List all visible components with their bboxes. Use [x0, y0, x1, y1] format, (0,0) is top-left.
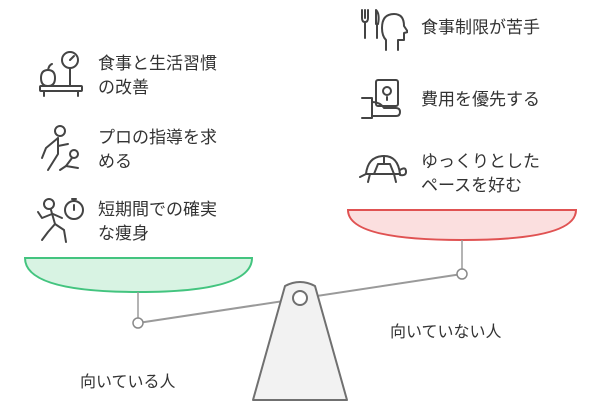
not-suited-caption: 向いていない人	[390, 322, 502, 341]
right-beam-end	[456, 268, 468, 280]
turtle-icon	[359, 155, 407, 183]
right-item-1-label: 食事制限が苦手	[421, 18, 540, 38]
left-item-3-label: 短期間での確実 な痩身	[98, 200, 217, 244]
right-item-2-label: 費用を優先する	[421, 90, 540, 110]
fulcrum-pivot	[292, 290, 308, 306]
head-fork-knife-icon	[361, 9, 408, 51]
apple-weighing-scale-icon	[39, 51, 83, 97]
left-item-2-label: プロの指導を求 める	[98, 128, 217, 172]
suited-caption: 向いている人	[80, 372, 176, 391]
right-item-3-label: ゆっくりとした ペースを好む	[421, 152, 540, 196]
wallet-receipt-icon	[361, 79, 401, 119]
running-person-stopwatch-icon	[37, 198, 84, 243]
left-pan	[23, 257, 254, 294]
left-beam-end	[132, 317, 144, 329]
right-pan	[346, 209, 578, 242]
trainer-coaching-person-icon	[41, 125, 79, 171]
scale-fulcrum	[252, 281, 348, 401]
left-item-1-label: 食事と生活習慣 の改善	[98, 54, 217, 98]
